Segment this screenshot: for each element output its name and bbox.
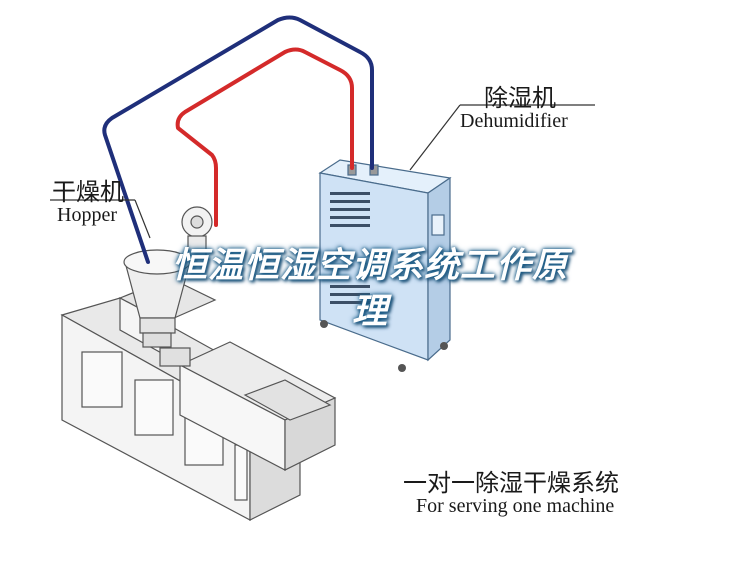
pipes	[102, 15, 374, 264]
dehumidifier-label-en: Dehumidifier	[460, 110, 568, 132]
overlay-title-line1: 恒温恒湿空调系统工作原	[171, 246, 568, 286]
system-label-cn: 一对一除湿干燥系统	[403, 469, 619, 497]
hopper-label-cn: 干燥机	[52, 178, 124, 206]
overlay-title: 恒温恒湿空调系统工作原 理	[100, 243, 640, 335]
leader-lines	[50, 104, 595, 239]
dehumidifier-label-cn: 除湿机	[484, 84, 556, 112]
system-label-en: For serving one machine	[416, 495, 615, 517]
injection-machine	[60, 206, 337, 521]
overlay-title-line2: 理	[351, 292, 388, 332]
hopper-label-en: Hopper	[57, 204, 117, 226]
